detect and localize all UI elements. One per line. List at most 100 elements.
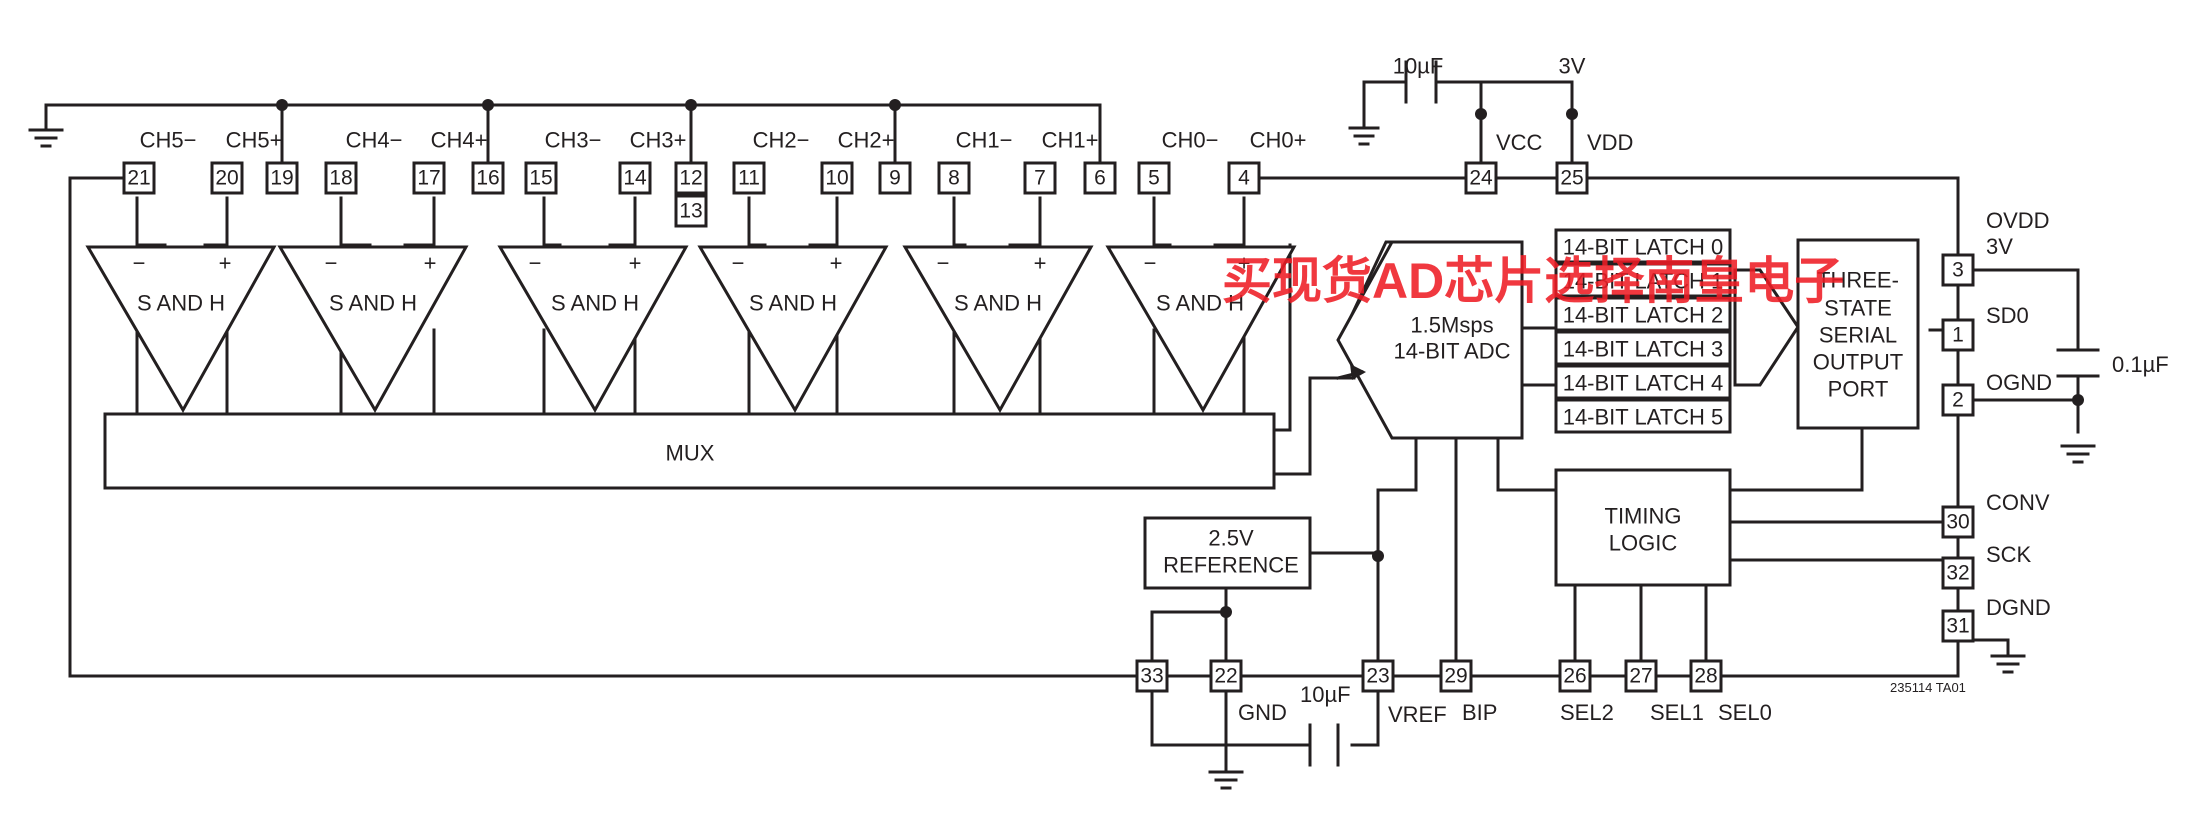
ovdd-voltage-label: 3V <box>1986 234 2013 259</box>
svg-text:LOGIC: LOGIC <box>1609 531 1678 556</box>
svg-text:23: 23 <box>1366 665 1389 688</box>
sample-hold-ch4: − + S AND H <box>277 245 469 414</box>
junction-dots <box>276 99 2084 618</box>
sel0-label: SEL0 <box>1718 700 1772 725</box>
svg-text:29: 29 <box>1444 665 1467 688</box>
svg-text:12: 12 <box>679 167 702 190</box>
serial-output-port: THREE- STATE SERIAL OUTPUT PORT <box>1796 238 1920 430</box>
latch-3-label: 14-BIT LATCH 3 <box>1563 337 1724 362</box>
ch4-plus-label: CH4+ <box>431 128 488 153</box>
latch-4-label: 14-BIT LATCH 4 <box>1563 371 1724 396</box>
ch1-minus-label: CH1− <box>956 128 1013 153</box>
svg-text:31: 31 <box>1946 615 1969 638</box>
svg-text:S AND H: S AND H <box>1156 291 1244 316</box>
ch1-plus-label: CH1+ <box>1042 128 1099 153</box>
latch-1-label: 14-BIT LATCH 1 <box>1563 269 1724 294</box>
svg-text:2: 2 <box>1952 389 1964 412</box>
svg-text:17: 17 <box>417 167 440 190</box>
svg-text:OUTPUT: OUTPUT <box>1813 350 1903 375</box>
ground-icon <box>2060 444 2096 464</box>
latch-5-label: 14-BIT LATCH 5 <box>1563 405 1724 430</box>
svg-text:+: + <box>830 251 843 276</box>
svg-text:15: 15 <box>529 167 552 190</box>
svg-text:1: 1 <box>1952 324 1964 347</box>
figure-code-label: 235114 TA01 <box>1890 680 1966 695</box>
sdo-label: SD0 <box>1986 303 2029 328</box>
timing-logic-block: TIMING LOGIC <box>1554 468 1732 587</box>
svg-text:25: 25 <box>1560 167 1583 190</box>
svg-text:18: 18 <box>329 167 352 190</box>
ch5-minus-label: CH5− <box>140 128 197 153</box>
cap-out-label: 0.1µF <box>2112 352 2169 377</box>
bip-label: BIP <box>1462 700 1497 725</box>
svg-text:9: 9 <box>889 167 901 190</box>
svg-text:PORT: PORT <box>1828 377 1889 402</box>
ch5-plus-label: CH5+ <box>226 128 283 153</box>
latch-2-label: 14-BIT LATCH 2 <box>1563 303 1724 328</box>
vcc-label: VCC <box>1496 130 1543 155</box>
ground-icon <box>28 128 64 148</box>
svg-text:24: 24 <box>1469 167 1493 190</box>
channel-labels: CH5− CH5+ CH4− CH4+ CH3− CH3+ CH2− CH2+ … <box>140 128 1307 153</box>
ground-icon <box>1348 80 1380 146</box>
capacitor-icon <box>1308 723 1340 767</box>
dgnd-label: DGND <box>1986 595 2051 620</box>
svg-text:S AND H: S AND H <box>137 291 225 316</box>
svg-text:20: 20 <box>215 167 238 190</box>
svg-text:2.5V: 2.5V <box>1208 526 1254 551</box>
svg-text:−: − <box>937 251 950 276</box>
svg-text:4: 4 <box>1238 167 1250 190</box>
latch-stack: 14-BIT LATCH 0 14-BIT LATCH 1 14-BIT LAT… <box>1554 228 1732 434</box>
adc-block: 1.5Msps 14-BIT ADC <box>1336 240 1524 440</box>
svg-text:21: 21 <box>127 167 150 190</box>
svg-text:14-BIT ADC: 14-BIT ADC <box>1394 339 1511 364</box>
ovdd-label: OVDD <box>1986 208 2050 233</box>
svg-text:−: − <box>732 251 745 276</box>
cap-ref-label: 10µF <box>1300 682 1351 707</box>
ch0-minus-label: CH0− <box>1162 128 1219 153</box>
svg-text:−: − <box>1144 251 1157 276</box>
svg-text:REFERENCE: REFERENCE <box>1163 553 1299 578</box>
ch0-plus-label: CH0+ <box>1250 128 1307 153</box>
svg-text:13: 13 <box>679 200 702 223</box>
mux-block: MUX <box>103 412 1276 490</box>
reference-block: 2.5V REFERENCE <box>1143 516 1312 590</box>
svg-text:+: + <box>1238 251 1251 276</box>
svg-text:14: 14 <box>623 167 647 190</box>
svg-text:S AND H: S AND H <box>329 291 417 316</box>
vref-label: VREF <box>1388 702 1447 727</box>
svg-text:30: 30 <box>1946 511 1969 534</box>
ch3-plus-label: CH3+ <box>630 128 687 153</box>
sck-label: SCK <box>1986 542 2032 567</box>
svg-text:SERIAL: SERIAL <box>1819 323 1897 348</box>
svg-text:22: 22 <box>1214 665 1237 688</box>
svg-text:26: 26 <box>1563 665 1586 688</box>
sample-hold-blocks: − + S AND H − + S AND H − + S AND H − + … <box>85 245 1297 414</box>
sample-hold-ch1: − + S AND H <box>902 245 1094 414</box>
svg-text:−: − <box>325 251 338 276</box>
svg-text:1.5Msps: 1.5Msps <box>1410 313 1493 338</box>
svg-text:32: 32 <box>1946 562 1969 585</box>
capacitor-icon <box>2056 348 2100 378</box>
gnd-label: GND <box>1238 700 1287 725</box>
svg-text:8: 8 <box>948 167 960 190</box>
signal-labels: 10µF 3V VCC VDD OVDD 3V SD0 OGND 0.1µF C… <box>1238 54 2169 728</box>
svg-text:7: 7 <box>1034 167 1046 190</box>
latch-0-label: 14-BIT LATCH 0 <box>1563 235 1724 260</box>
cap-top-label: 10µF <box>1393 54 1444 79</box>
sample-hold-ch0: − + S AND H <box>1105 245 1297 414</box>
capacitor-icon <box>1404 60 1438 104</box>
sample-hold-ch3: − + S AND H <box>497 245 689 414</box>
sample-hold-ch2: − + S AND H <box>697 245 889 414</box>
sel2-label: SEL2 <box>1560 700 1614 725</box>
ch2-minus-label: CH2− <box>753 128 810 153</box>
svg-text:19: 19 <box>270 167 293 190</box>
svg-text:3: 3 <box>1952 259 1964 282</box>
svg-text:6: 6 <box>1094 167 1106 190</box>
pins: 21 20 19 18 17 16 15 14 12 13 11 10 9 8 … <box>122 161 1975 693</box>
svg-text:TIMING: TIMING <box>1605 504 1682 529</box>
svg-text:−: − <box>529 251 542 276</box>
svg-text:S AND H: S AND H <box>954 291 1042 316</box>
